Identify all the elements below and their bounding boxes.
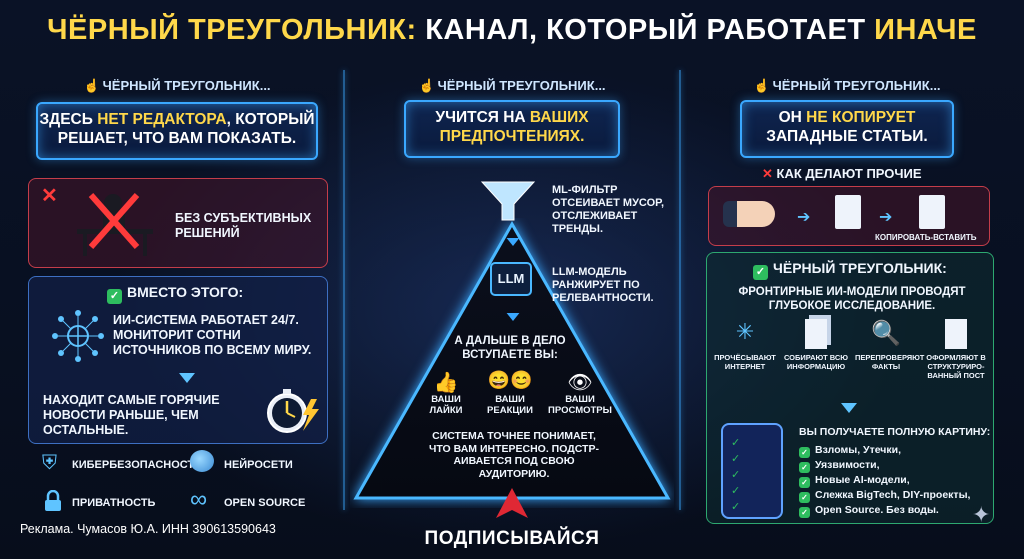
right-caption: ☝ЧЁРНЫЙ ТРЕУГОЛЬНИК...	[684, 76, 1010, 96]
documents-icon	[805, 319, 827, 349]
others-title: ✕ КАК ДЕЛАЮТ ПРОЧИЕ	[762, 166, 922, 181]
pointing-hand-icon: ☝	[753, 78, 770, 93]
no-bias-text: БЕЗ СУБЪЕКТИВНЫХ РЕШЕНИЙ	[175, 211, 312, 240]
down-arrow-icon	[506, 313, 520, 321]
title-part1: ЧЁРНЫЙ ТРЕУГОЛЬНИК:	[47, 14, 417, 46]
instead-panel: ✓ВМЕСТО ЭТОГО: ИИ-СИСТЕМА РАБОТАЕТ 24/7.…	[28, 276, 328, 444]
signal-views: 👁 ВАШИ ПРОСМОТРЫ	[548, 372, 612, 416]
shield-icon: ⛨	[42, 452, 57, 474]
list-item: ✓Уязвимости,	[799, 458, 995, 473]
title-part3: ИНАЧЕ	[874, 14, 977, 46]
instead-title: ✓ВМЕСТО ЭТОГО:	[107, 285, 243, 304]
document-icon	[835, 195, 861, 229]
lock-icon	[45, 490, 61, 511]
down-arrow-icon	[506, 238, 520, 246]
middle-banner: УЧИТСЯ НА ВАШИХ ПРЕДПОЧТЕНИЯХ.	[404, 100, 620, 158]
signal-reactions: 😄😊 ВАШИ РЕАКЦИИ	[482, 370, 538, 416]
no-editor-panel: ✕ БЕЗ СУБЪЕКТИВНЫХ РЕШЕНИЙ	[28, 178, 328, 268]
llm-model-text: LLM-МОДЕЛЬ РАНЖИРУЕТ ПО РЕЛЕВАНТНОСТИ.	[552, 266, 654, 304]
finds-news-text: НАХОДИТ САМЫЕ ГОРЯЧИЕ НОВОСТИ РАНЬШЕ, ЧЕ…	[43, 393, 220, 437]
full-picture-title: ВЫ ПОЛУЧАЕТЕ ПОЛНУЮ КАРТИНУ:	[799, 426, 991, 438]
process-steps: ✳ ПРОЧЁСЫВАЮТ ИНТЕРНЕТ СОБИРАЮТ ВСЮ ИНФО…	[713, 319, 989, 395]
topics-list: ✓Взломы, Утечки, ✓Уязвимости, ✓Новые AI-…	[799, 443, 995, 518]
x-mark-icon: ✕	[41, 185, 58, 207]
sparkle-icon: ✦	[972, 502, 991, 527]
topic-privacy: ПРИВАТНОСТЬ	[42, 490, 202, 516]
network-icon	[52, 310, 104, 362]
step-collect: СОБИРАЮТ ВСЮ ИНФОРМАЦИЮ	[783, 319, 849, 371]
document-icon	[919, 195, 945, 229]
topic-cybersecurity: ⛨ КИБЕРБЕЗОПАСНОСТЬ	[42, 452, 203, 474]
then-you-text: А ДАЛЬШЕ В ДЕЛО ВСТУПАЕТЕ ВЫ:	[454, 335, 566, 361]
right-column: ☝ЧЁРНЫЙ ТРЕУГОЛЬНИК... ОН НЕ КОПИРУЕТ ЗА…	[684, 70, 1010, 550]
phone-icon: ✓✓✓✓✓	[721, 423, 783, 519]
ad-disclaimer: Реклама. Чумасов Ю.А. ИНН 390613590643	[20, 522, 276, 536]
right-banner: ОН НЕ КОПИРУЕТ ЗАПАДНЫЕ СТАТЬИ.	[740, 100, 954, 158]
list-item: ✓Open Source. Без воды.	[799, 503, 995, 518]
left-column: ☝ЧЁРНЫЙ ТРЕУГОЛЬНИК... ЗДЕСЬ НЕТ РЕДАКТО…	[14, 70, 340, 550]
x-mark-icon: ✕	[762, 166, 777, 181]
eye-icon: 👁	[567, 372, 593, 394]
topic-open-source: ∞ OPEN SOURCE	[190, 486, 306, 513]
magnifier-icon: 🔍	[871, 320, 901, 347]
list-item: ✓Взломы, Утечки,	[799, 443, 995, 458]
thumbs-up-icon: 👍	[433, 372, 459, 394]
ai-system-text: ИИ-СИСТЕМА РАБОТАЕТ 24/7. МОНИТОРИТ СОТН…	[113, 313, 312, 357]
black-triangle-panel: ✓ЧЁРНЫЙ ТРЕУГОЛЬНИК: ФРОНТИРНЫЕ ИИ-МОДЕЛ…	[706, 252, 994, 524]
stopwatch-icon	[267, 389, 319, 433]
title-part2: КАНАЛ, КОТОРЫЙ РАБОТАЕТ	[425, 14, 866, 46]
down-arrow-icon	[841, 403, 857, 413]
right-arrow-icon: ➔	[797, 209, 811, 226]
divider-right	[679, 70, 681, 510]
copy-paste-label: КОПИРОВАТЬ-ВСТАВИТЬ	[875, 233, 977, 242]
topic-neural-nets: НЕЙРОСЕТИ	[190, 450, 330, 478]
hand-icon	[723, 201, 775, 227]
list-item: ✓Слежка BigTech, DIY-проекты,	[799, 488, 995, 503]
subscribe-button[interactable]: ПОДПИСЫВАЙСЯ	[424, 528, 600, 549]
up-arrow-icon	[496, 488, 528, 518]
pointing-hand-icon: ☝	[83, 78, 100, 93]
down-arrow-icon	[179, 373, 195, 383]
emoji-icon: 😄😊	[487, 370, 533, 390]
check-icon: ✓	[107, 289, 122, 304]
step-format: ОФОРМЛЯЮТ В СТРУКТУРИРО-ВАННЫЙ ПОСТ	[923, 319, 989, 380]
page-title: ЧЁРНЫЙ ТРЕУГОЛЬНИК: КАНАЛ, КОТОРЫЙ РАБОТ…	[0, 14, 1024, 47]
signal-likes: 👍 ВАШИ ЛАЙКИ	[420, 370, 472, 416]
funnel-icon	[480, 181, 536, 221]
network-icon: ✳	[735, 319, 755, 344]
pointing-hand-icon: ☝	[418, 78, 435, 93]
infinity-icon: ∞	[190, 486, 208, 513]
middle-column: ☝ЧЁРНЫЙ ТРЕУГОЛЬНИК... УЧИТСЯ НА ВАШИХ П…	[350, 70, 674, 550]
brain-icon	[190, 450, 214, 472]
divider-left	[343, 70, 345, 510]
llm-chip-icon: LLM	[490, 262, 532, 296]
list-item: ✓Новые AI-модели,	[799, 473, 995, 488]
check-icon: ✓	[753, 265, 768, 280]
middle-caption: ☝ЧЁРНЫЙ ТРЕУГОЛЬНИК...	[350, 76, 674, 96]
bt-title: ✓ЧЁРНЫЙ ТРЕУГОЛЬНИК:	[753, 261, 947, 280]
left-caption: ☝ЧЁРНЫЙ ТРЕУГОЛЬНИК...	[14, 76, 340, 96]
ml-filter-text: ML-ФИЛЬТР ОТСЕИВАЕТ МУСОР, ОТСЛЕЖИВАЕТ Т…	[552, 184, 665, 235]
editor-desk-icon	[77, 193, 153, 256]
bt-desc: ФРОНТИРНЫЕ ИИ-МОДЕЛИ ПРОВОДЯТ ГЛУБОКОЕ И…	[738, 286, 966, 312]
left-banner: ЗДЕСЬ НЕТ РЕДАКТОРА, КОТОРЫЙ РЕШАЕТ, ЧТО…	[36, 102, 318, 160]
system-adapts-text: СИСТЕМА ТОЧНЕЕ ПОНИМАЕТ, ЧТО ВАМ ИНТЕРЕС…	[429, 430, 599, 480]
step-crawl: ✳ ПРОЧЁСЫВАЮТ ИНТЕРНЕТ	[714, 319, 776, 371]
right-arrow-icon: ➔	[879, 209, 893, 226]
others-panel: ➔ ➔ КОПИРОВАТЬ-ВСТАВИТЬ	[708, 186, 990, 246]
post-icon	[945, 319, 967, 349]
step-verify: 🔍 ПЕРЕПРОВЕРЯЮТ ФАКТЫ	[855, 320, 925, 371]
